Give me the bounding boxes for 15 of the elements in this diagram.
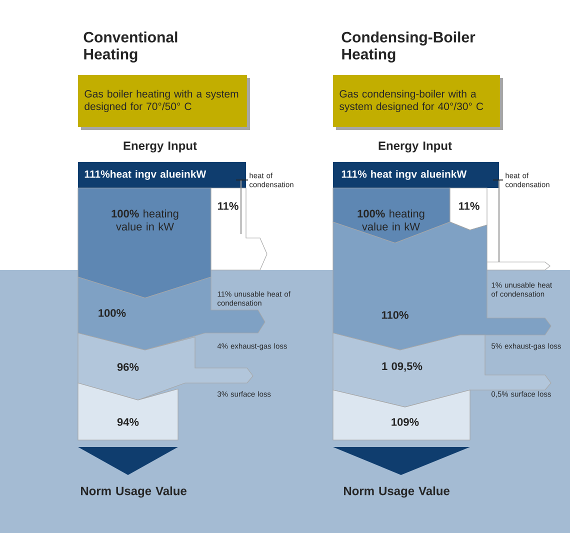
section-heading: Energy Input xyxy=(378,142,452,152)
node-label: Norm Usage Value xyxy=(344,486,450,498)
section-heading: Energy Input xyxy=(124,142,197,152)
flow-band: 109% xyxy=(332,390,470,440)
flow-band: 11% xyxy=(210,188,268,270)
flow-band: 11% xyxy=(450,188,488,230)
description-box: Gas boiler heating with a system designed for 70°/50° C xyxy=(78,75,250,130)
column-title: Condensing-Boiler Heating xyxy=(342,31,476,63)
node-label: Norm Usage Value xyxy=(81,486,186,498)
flow-band: 100% heating value in kW xyxy=(332,188,450,244)
header-bar: 111%heat ingv alueinkW xyxy=(78,162,246,188)
flow-band: 94% xyxy=(78,382,178,440)
header-bar: 111% heat ingv alueinkW xyxy=(333,162,499,188)
description-box: Gas condensing-boiler with a system designed for 40°/30° C xyxy=(333,75,503,130)
column-title: Conventional Heating xyxy=(84,31,178,63)
